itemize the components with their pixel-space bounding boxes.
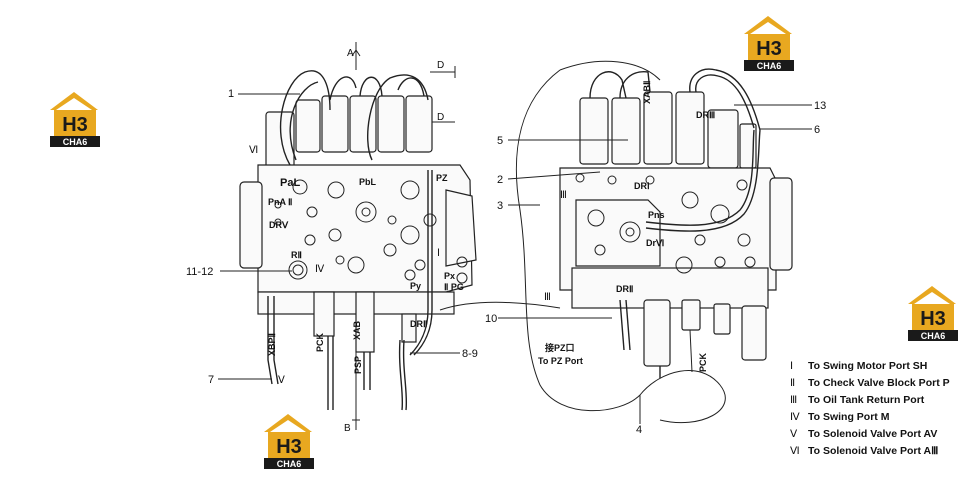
legend-numeral: Ⅳ — [790, 412, 800, 423]
brand-logo-top-left: H3 CHA6 — [50, 92, 100, 147]
brand-logo-mid-right: H3 CHA6 — [908, 286, 958, 341]
port-label-ii: Ⅱ — [288, 197, 292, 207]
port-label-pbl: PbL — [359, 177, 377, 187]
port-label-pg: Ⅱ PG — [444, 282, 464, 292]
section-mark-a: A — [347, 48, 354, 59]
pz-port-label-cn: 接PZ口 — [545, 342, 575, 353]
legend-row-1: Ⅰ To Swing Motor Port SH — [790, 358, 970, 375]
callout-2: 2 — [497, 174, 503, 186]
callout-6: 6 — [814, 124, 820, 136]
callout-3: 3 — [497, 200, 503, 212]
port-label-xab: XAB — [352, 320, 362, 340]
left-valve-view: A D D — [186, 42, 561, 434]
brand-logo-top-right: H3 CHA6 — [744, 16, 794, 71]
port-label-dr2: DRⅡ — [616, 284, 633, 294]
port-label-dr1: DRⅠ — [634, 181, 650, 191]
logo-wordmark: CHA6 — [921, 331, 946, 341]
port-label-dr6: DrⅥ — [646, 238, 664, 248]
section-mark-d-top: D — [437, 60, 444, 71]
port-label-i: Ⅰ — [437, 248, 440, 259]
port-label-v: Ⅴ — [278, 375, 285, 386]
pz-port-label-en: To PZ Port — [538, 356, 583, 366]
callout-10: 10 — [485, 313, 497, 325]
logo-mark: H3 — [276, 436, 302, 458]
port-label-psp: PSP — [353, 356, 363, 374]
legend-row-4: Ⅳ To Swing Port M — [790, 409, 970, 426]
section-mark-d-bottom: D — [437, 112, 444, 123]
port-label-vi: Ⅵ — [249, 145, 258, 156]
port-label-px: Px — [444, 271, 455, 281]
logo-wordmark: CHA6 — [277, 459, 302, 469]
port-label-iii-b: Ⅲ — [544, 292, 551, 303]
callout-5: 5 — [497, 135, 503, 147]
port-label-iii: Ⅲ — [560, 190, 567, 201]
legend-numeral: Ⅱ — [790, 378, 796, 389]
callout-1: 1 — [228, 88, 234, 100]
port-label-pck: PCK — [698, 352, 708, 372]
port-label-py: Py — [410, 281, 421, 291]
port-label-xab2: XABⅡ — [642, 81, 652, 104]
port-label-pal: PaL — [280, 177, 300, 189]
legend-row-3: Ⅲ To Oil Tank Return Port — [790, 392, 970, 409]
port-label-pz: PZ — [436, 173, 448, 183]
legend-text: To Check Valve Block Port P — [808, 377, 950, 389]
section-mark-b: B — [344, 423, 351, 434]
port-legend: Ⅰ To Swing Motor Port SH Ⅱ To Check Valve … — [790, 358, 970, 460]
port-label-drv: DRⅤ — [269, 220, 289, 230]
legend-text: To Solenoid Valve Port AⅢ — [808, 445, 939, 457]
logo-wordmark: CHA6 — [757, 61, 782, 71]
port-label-dr3: DRⅢ — [696, 110, 715, 120]
port-label-dr2: DRⅡ — [410, 319, 427, 329]
logo-mark: H3 — [756, 38, 782, 60]
legend-row-5: Ⅴ To Solenoid Valve Port AV — [790, 426, 970, 443]
brand-logo-bottom-left: H3 CHA6 — [264, 414, 314, 469]
callout-7: 7 — [208, 374, 214, 386]
legend-text: To Solenoid Valve Port AV — [808, 428, 938, 440]
port-label-iv: Ⅳ — [315, 264, 325, 275]
port-label-pck: PCK — [315, 332, 325, 352]
legend-text: To Swing Port M — [808, 411, 890, 423]
right-valve-view: XABⅡ DRⅢ DRⅠ Ⅲ Pns DrⅥ DRⅡ Ⅲ PCK 接PZ口 To… — [485, 60, 826, 436]
logo-wordmark: CHA6 — [63, 137, 88, 147]
port-label-xbp2: XBPⅡ — [267, 333, 277, 356]
port-label-pna: PnA — [268, 197, 287, 207]
logo-mark: H3 — [62, 114, 88, 136]
port-label-r2: RⅡ — [291, 250, 302, 260]
callout-11-12: 11-12 — [186, 266, 213, 278]
legend-text: To Oil Tank Return Port — [808, 394, 925, 406]
legend-numeral: Ⅵ — [790, 446, 800, 457]
legend-text: To Swing Motor Port SH — [808, 360, 928, 372]
legend-row-6: Ⅵ To Solenoid Valve Port AⅢ — [790, 443, 970, 460]
port-label-pns: Pns — [648, 210, 665, 220]
legend-numeral: Ⅰ — [790, 361, 794, 372]
legend-numeral: Ⅲ — [790, 395, 798, 406]
callout-4: 4 — [636, 424, 642, 436]
legend-numeral: Ⅴ — [790, 429, 798, 440]
callout-13: 13 — [814, 100, 826, 112]
callout-8-9: 8-9 — [462, 348, 478, 360]
logo-mark: H3 — [920, 308, 946, 330]
legend-row-2: Ⅱ To Check Valve Block Port P — [790, 375, 970, 392]
